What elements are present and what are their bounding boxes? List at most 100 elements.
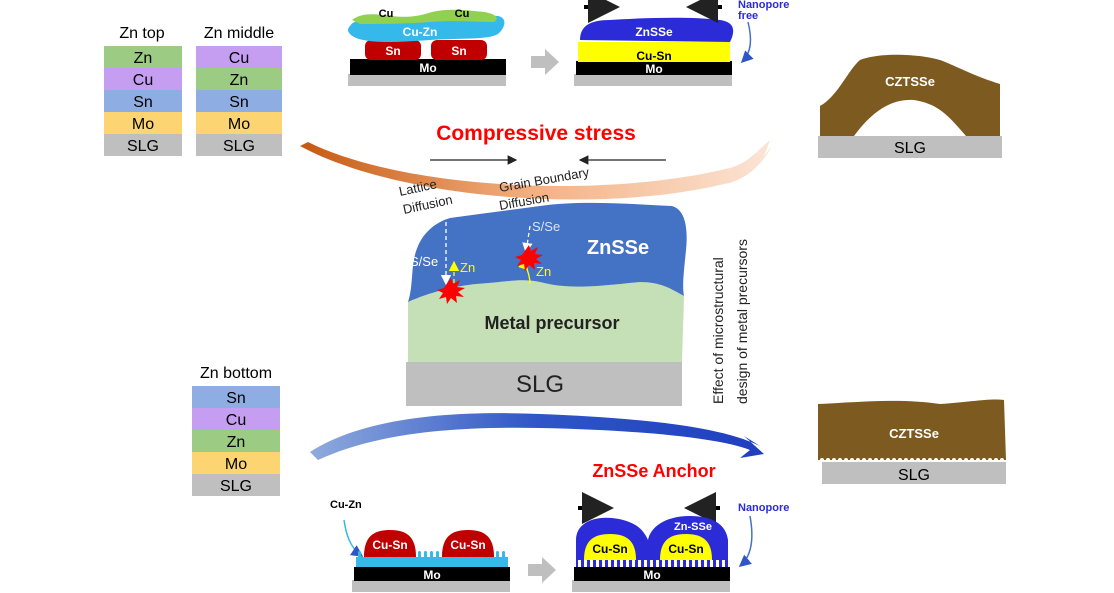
side-note: Effect of microstructural design of meta… <box>710 239 750 404</box>
br-cusn-a <box>584 534 636 560</box>
zn-middle-layer-slg <box>196 134 282 156</box>
zn-middle-label-zn: Zn <box>230 72 249 89</box>
tl-cu-layer <box>352 9 497 24</box>
znsse-tooth <box>716 560 719 567</box>
cuzn-tooth <box>436 551 439 559</box>
znsse-tooth <box>602 560 605 567</box>
bl-cusn-b-label: Cu-Sn <box>450 538 485 552</box>
znsse-tooth <box>584 560 587 567</box>
znsse-tooth <box>626 560 629 567</box>
br-glass <box>572 580 730 592</box>
center-metal-precursor <box>408 280 684 362</box>
zn-middle-label-sn: Sn <box>229 94 249 111</box>
anchor-dot <box>856 458 860 462</box>
zn-top-label-slg: SLG <box>127 138 159 155</box>
center-znsse-label: ZnSSe <box>587 237 649 259</box>
stress-section: Compressive stress <box>300 122 772 200</box>
tr-znsse-layer <box>580 17 734 42</box>
tr-znsse-label: ZnSSe <box>635 25 673 39</box>
anchor-dot <box>934 458 938 462</box>
br-znsse-label: Zn-SSe <box>674 521 712 533</box>
tl-mo-layer <box>350 59 506 75</box>
center-slg <box>406 362 682 406</box>
br-nanopore-label: Nanopore <box>738 502 789 514</box>
anchor-dot <box>922 458 926 462</box>
zn-middle-label-mo: Mo <box>228 116 250 133</box>
zn-middle-layer-zn <box>196 68 282 90</box>
zn-bottom-label-sn: Sn <box>226 390 246 407</box>
stress-title: Compressive stress <box>436 122 636 145</box>
zn-bottom-layer-mo <box>192 452 280 474</box>
tl-sn-a <box>365 40 421 60</box>
znsse-tooth <box>632 560 635 567</box>
br-nanopore-pointer <box>738 515 753 567</box>
anchor-dot <box>844 458 848 462</box>
zn-top-layer-mo <box>104 112 182 134</box>
anchor-dot <box>868 458 872 462</box>
anchor-dot <box>862 458 866 462</box>
zn-top-label-sn: Sn <box>133 94 153 111</box>
bl-cusn-b <box>442 530 494 557</box>
znsse-tooth <box>680 560 683 567</box>
zn-bottom-layer-zn <box>192 430 280 452</box>
znsse-tooth <box>656 560 659 567</box>
tl-cu-b-label: Cu <box>455 8 470 20</box>
top-right-process: Mo Cu-Sn ZnSSe Nanopore free <box>574 0 789 86</box>
tr-nanopore-label: Nanopore <box>738 0 789 11</box>
top-result: SLG CZTSSe <box>818 54 1002 158</box>
anchor-dot <box>904 458 908 462</box>
zn-top-layer-sn <box>104 90 182 112</box>
center-znsse-layer <box>408 202 687 302</box>
zn-middle-label-slg: SLG <box>223 138 255 155</box>
anchor-dot <box>988 458 992 462</box>
top-result-slg <box>818 136 1002 158</box>
cuzn-tooth <box>358 551 361 559</box>
br-cusn-b-label: Cu-Sn <box>668 542 703 556</box>
bottom-process-arrow <box>528 557 556 583</box>
anchor-dot <box>838 458 842 462</box>
br-mo-layer <box>574 567 730 581</box>
zn-bottom-layer-sn <box>192 386 280 408</box>
znsse-tooth <box>668 560 671 567</box>
anchor-dot <box>970 458 974 462</box>
top-left-process: Mo Sn Sn Cu-Zn Cu Cu <box>348 8 506 86</box>
anchor-dot <box>826 458 830 462</box>
anchor-dot <box>952 458 956 462</box>
zn-middle-layer-cu <box>196 46 282 68</box>
znsse-tooth <box>608 560 611 567</box>
tr-glass <box>574 74 732 86</box>
lattice-reaction-burst <box>437 278 465 304</box>
bl-cuzn-layer <box>356 557 508 567</box>
cuzn-tooth <box>418 551 421 559</box>
tr-cusn-layer <box>578 42 730 62</box>
br-cusn-b <box>660 534 712 560</box>
anchor-dot <box>850 458 854 462</box>
zn-middle-layer-sn <box>196 90 282 112</box>
gb-diffusion-arrow-down <box>522 225 533 254</box>
bottom-result-slg-label: SLG <box>898 467 930 484</box>
cuzn-tooth <box>496 551 499 559</box>
bottom-left-process: Cu-Zn Mo Cu-Sn Cu-Sn <box>330 499 510 592</box>
gb-reaction-burst <box>515 245 543 271</box>
center-slg-label: SLG <box>516 371 564 398</box>
zn-bottom-label-mo: Mo <box>225 456 247 473</box>
zn-middle-layer-mo <box>196 112 282 134</box>
zn-middle-label-cu: Cu <box>229 50 249 67</box>
anchor-dot <box>898 458 902 462</box>
tr-mo-layer <box>576 61 732 75</box>
anchor-dot <box>994 458 998 462</box>
zn-top-title: Zn top <box>119 25 164 42</box>
zn-bottom-layer-slg <box>192 474 280 496</box>
tl-glass <box>348 74 506 86</box>
anchor-dot <box>976 458 980 462</box>
zn-right-label: Zn <box>536 264 551 279</box>
anchor-dot <box>940 458 944 462</box>
znsse-tooth <box>710 560 713 567</box>
tl-cu-a-label: Cu <box>379 8 394 20</box>
zn-bottom-label-zn: Zn <box>227 434 246 451</box>
zn-top-stack: Zn top Zn Cu Sn Mo SLG <box>104 25 182 156</box>
anchor-dot <box>1000 458 1004 462</box>
tr-mo-label: Mo <box>645 62 662 76</box>
znsse-tooth <box>638 560 641 567</box>
bl-mo-layer <box>354 567 510 581</box>
